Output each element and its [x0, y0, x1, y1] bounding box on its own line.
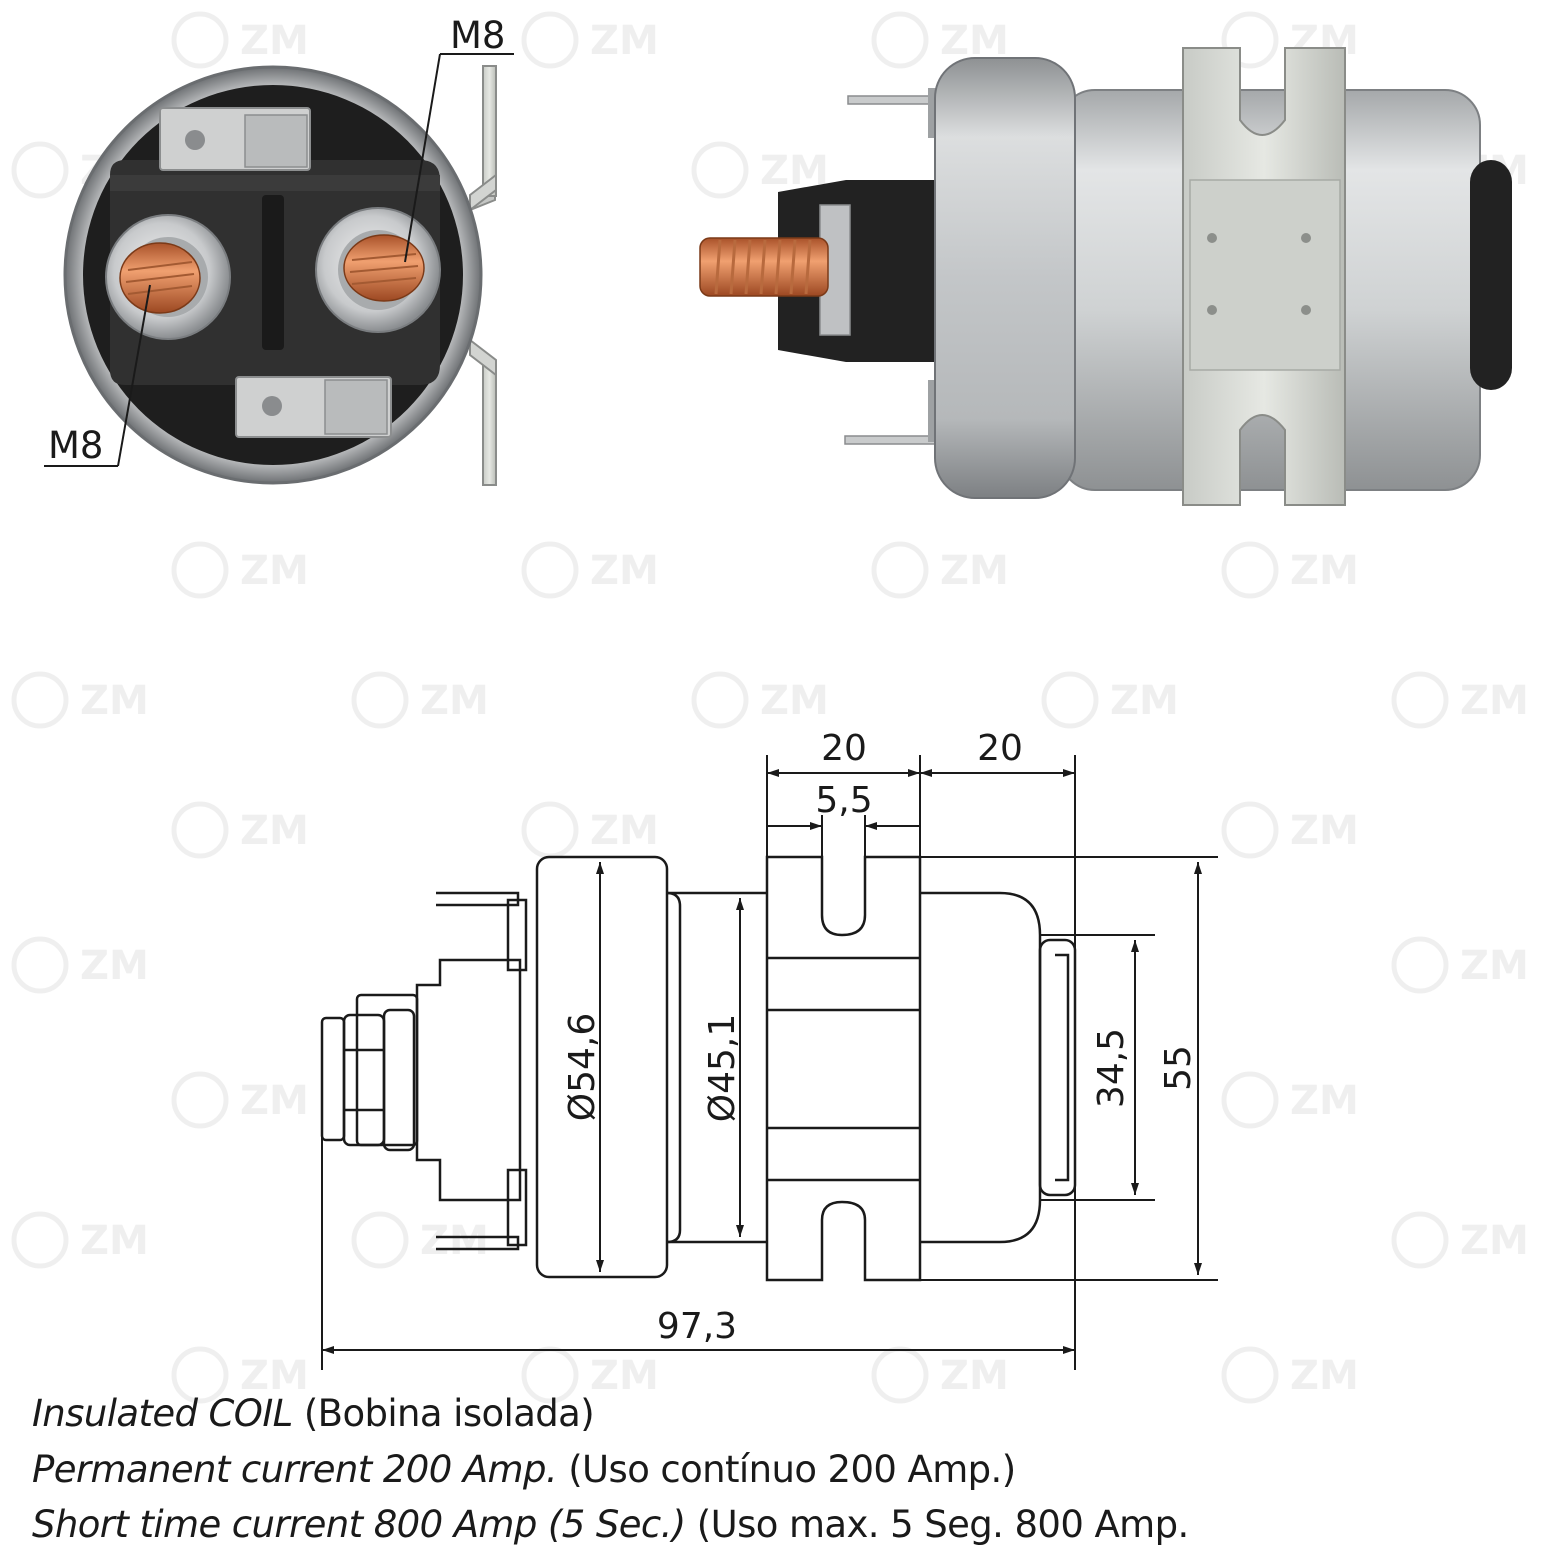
drawing-end-cap — [1038, 938, 1077, 1197]
drawing-body — [667, 891, 767, 1244]
spec-line-permanent-current: Permanent current 200 Amp. (Uso contínuo… — [32, 1448, 1016, 1492]
spec-pt-permanent: (Uso contínuo 200 Amp.) — [568, 1448, 1016, 1491]
dim-label-top-right: 20 — [977, 728, 1023, 769]
spec-pt-coil: (Bobina isolada) — [303, 1392, 595, 1435]
dim-label-slot: 5,5 — [815, 780, 872, 821]
callout-label-top: M8 — [450, 14, 505, 57]
dim-label-cap: 34,5 — [1091, 1028, 1132, 1108]
spec-line-coil: Insulated COIL (Bobina isolada) — [32, 1392, 595, 1436]
dim-label-length: 97,3 — [657, 1306, 737, 1347]
side-end-cap — [1470, 160, 1512, 390]
spec-pt-short-time: (Uso max. 5 Seg. 800 Amp. — [696, 1503, 1189, 1546]
dim-label-top-left: 20 — [821, 728, 867, 769]
side-blade-top — [847, 95, 941, 105]
technical-drawing — [320, 855, 1077, 1282]
drawing-nut — [342, 1013, 386, 1147]
side-insulator — [778, 180, 938, 362]
drawing-washer — [382, 1008, 416, 1152]
dim-label-flange: Ø54,6 — [562, 1013, 603, 1122]
drawing-bracket — [765, 855, 922, 1282]
spec-line-short-time-current: Short time current 800 Amp (5 Sec.) (Uso… — [32, 1503, 1189, 1547]
drawing-blade-bottom — [436, 1235, 520, 1251]
spec-en-short-time: Short time current 800 Amp (5 Sec.) — [32, 1503, 686, 1546]
side-blade-bottom — [844, 435, 941, 445]
side-view-photo — [699, 47, 1512, 506]
drawing-rear-body — [920, 891, 1042, 1244]
dim-label-bracket: 55 — [1158, 1045, 1199, 1091]
drawing-blade-top — [436, 891, 520, 907]
end-view-photo — [44, 53, 514, 486]
side-flange — [934, 57, 1076, 499]
dim-label-body: Ø45,1 — [702, 1014, 743, 1123]
drawing-stud-tip — [320, 1016, 346, 1142]
drawing-flange — [535, 855, 669, 1279]
spec-en-coil: Insulated COIL — [32, 1392, 293, 1435]
center-divider — [262, 195, 284, 350]
dimension-lines — [321, 755, 1218, 1370]
spec-en-permanent: Permanent current 200 Amp. — [32, 1448, 558, 1491]
drawing-insulator — [415, 958, 522, 1202]
callout-label-bottom: M8 — [48, 424, 103, 467]
mounting-strap-lower — [482, 364, 497, 486]
